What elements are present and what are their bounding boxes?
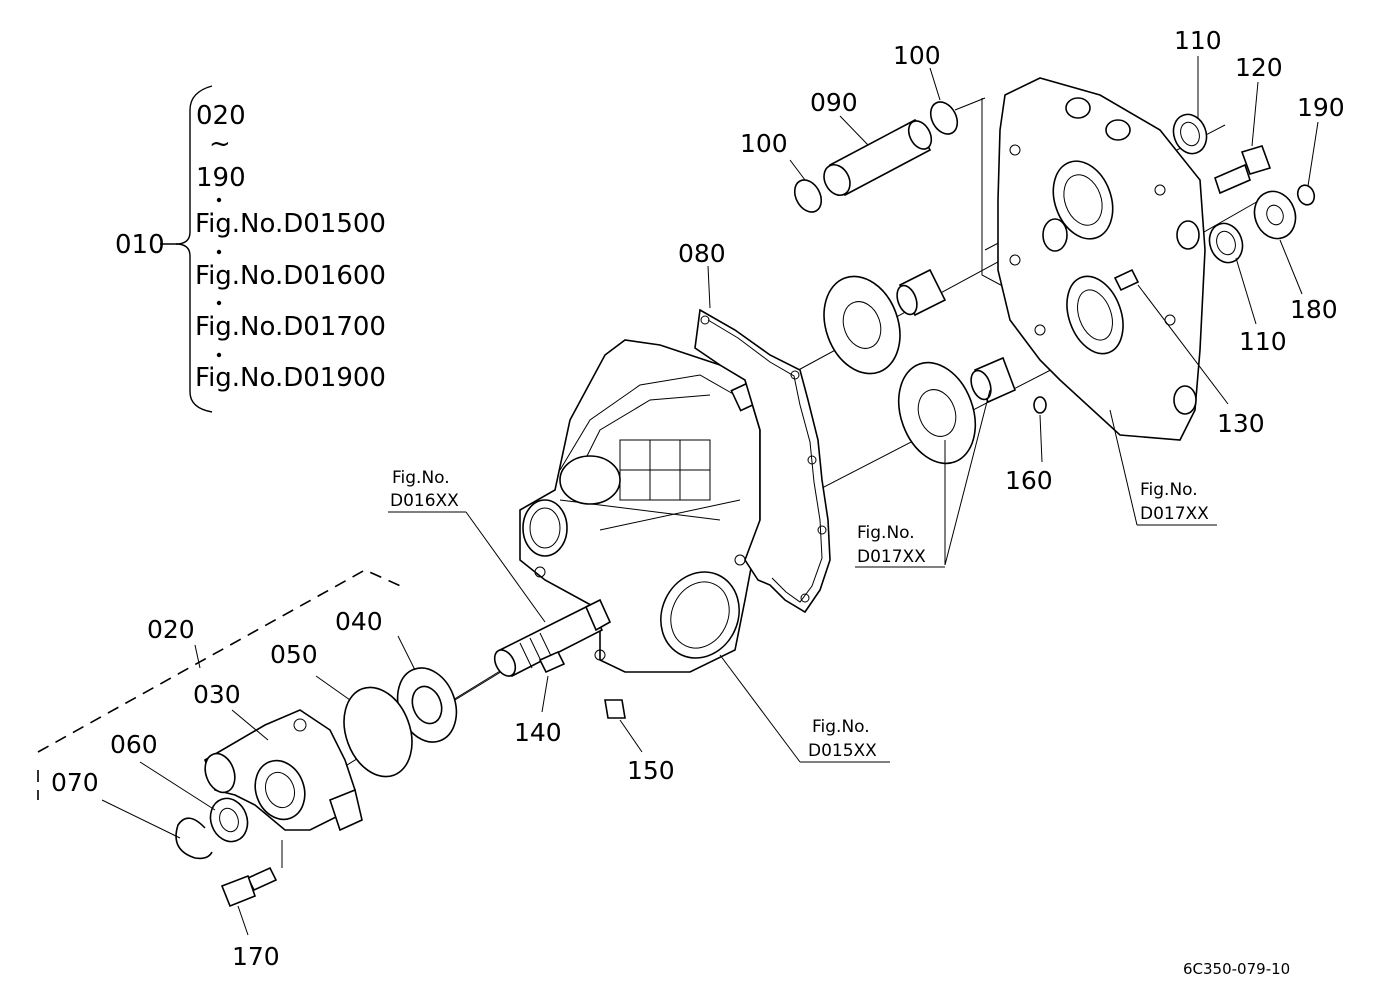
callout-020: 020: [147, 615, 195, 644]
main-housing: [519, 339, 762, 673]
bom-range-end: 190: [196, 163, 246, 193]
bolt-170: [220, 840, 283, 908]
bolt-120: [1214, 145, 1272, 195]
callout-140: 140: [514, 718, 562, 747]
bom-range-tilde: ~: [209, 129, 231, 159]
callout-130: 130: [1217, 409, 1265, 438]
callout-040: 040: [335, 607, 383, 636]
pump-cover-030: [204, 709, 363, 832]
callout-070: 070: [51, 768, 99, 797]
figref-d017b-bottom: D017XX: [1140, 504, 1209, 524]
bom-ref-4: Fig.No.D01900: [195, 363, 386, 393]
bom-assembly-number: 010: [115, 230, 165, 260]
label-leaders: [101, 56, 1319, 936]
callout-030: 030: [193, 680, 241, 709]
callout-150: 150: [627, 756, 675, 785]
side-plate-upper: [823, 275, 901, 375]
callout-090: 090: [810, 88, 858, 117]
callout-180: 180: [1290, 295, 1338, 324]
figref-d017b-top: Fig.No.: [1140, 480, 1198, 500]
gear-180: [1253, 190, 1297, 240]
figref-d016-top: Fig.No.: [392, 468, 450, 488]
callout-060: 060: [110, 730, 158, 759]
side-plate-lower: [897, 361, 977, 465]
o-ring-100-left: [793, 179, 823, 213]
figref-d017a-bottom: D017XX: [857, 547, 926, 567]
dashed-assembly-020: [37, 569, 406, 800]
figref-d015-bottom: D015XX: [808, 741, 877, 761]
bom-ref-1: Fig.No.D01500: [195, 209, 386, 239]
bom-separator-dots: [216, 197, 222, 358]
bom-range-start: 020: [196, 101, 246, 131]
pump-body: [997, 77, 1206, 441]
washer-190: [1296, 184, 1316, 206]
figref-d015-top: Fig.No.: [812, 717, 870, 737]
callout-170: 170: [232, 942, 280, 971]
seal-060: [209, 797, 249, 843]
drive-shaft: [493, 598, 612, 678]
bushing-upper: [896, 268, 947, 317]
bom-ref-3: Fig.No.D01700: [195, 312, 386, 342]
o-ring-100-right: [929, 101, 959, 135]
gasket-080: [694, 308, 831, 614]
callout-160: 160: [1005, 466, 1053, 495]
pin-140: [538, 650, 566, 674]
seal-110-lower: [1208, 222, 1244, 264]
bom-ref-2: Fig.No.D01600: [195, 261, 386, 291]
callout-190: 190: [1297, 93, 1345, 122]
o-ring-160: [1033, 396, 1047, 414]
callout-100-left: 100: [740, 129, 788, 158]
bearing-040: [396, 667, 458, 743]
callout-120: 120: [1235, 53, 1283, 82]
plug-150: [604, 699, 626, 719]
pin-130: [1113, 268, 1140, 292]
callout-050: 050: [270, 640, 318, 669]
seal-110-upper: [1172, 113, 1208, 155]
callout-110-upper: 110: [1174, 26, 1222, 55]
figref-d017a-top: Fig.No.: [857, 523, 915, 543]
callout-110-lower: 110: [1239, 327, 1287, 356]
drawing-code: 6C350-079-10: [1183, 960, 1290, 978]
pipe-090: [823, 118, 933, 197]
bom-brace: [160, 85, 213, 413]
snap-ring-070: [175, 817, 213, 860]
o-ring-050: [343, 686, 413, 778]
figref-d016-bottom: D016XX: [390, 491, 459, 511]
callout-080: 080: [678, 239, 726, 268]
callout-100-right: 100: [893, 41, 941, 70]
bushing-lower: [970, 356, 1017, 404]
